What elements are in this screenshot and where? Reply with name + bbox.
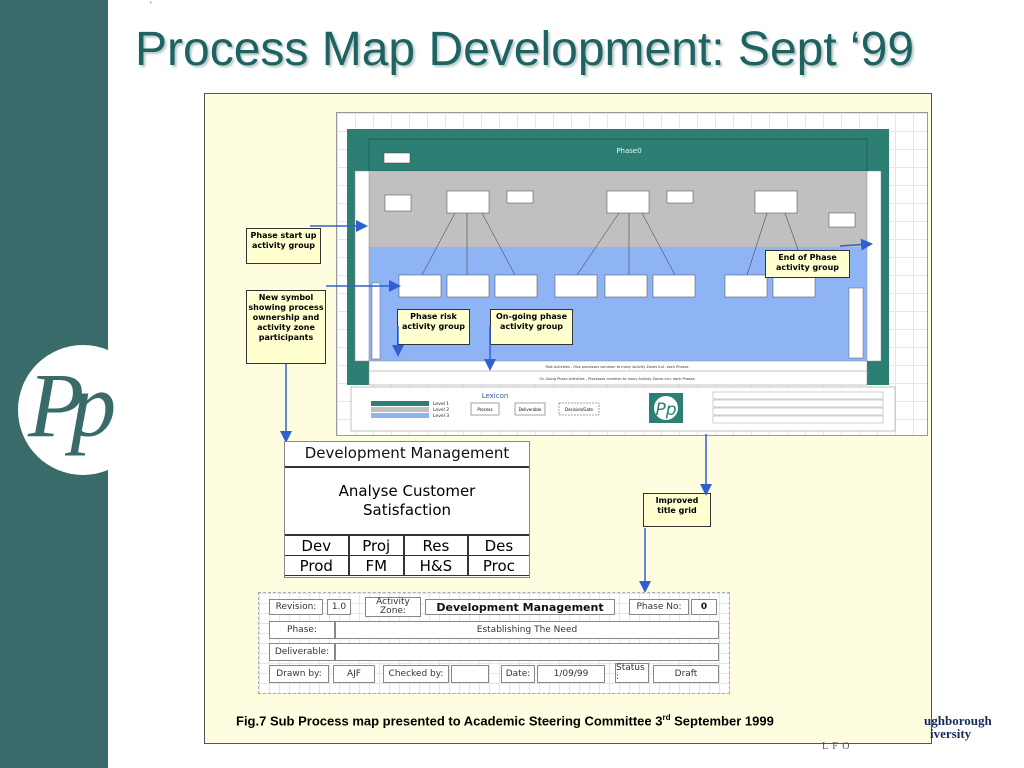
enlarged-activity-symbol: Development Management Analyse Customer … — [284, 441, 530, 578]
bottom-activity-rows — [368, 360, 868, 386]
participant-cell: Des — [467, 536, 529, 556]
left-ownership-column — [354, 170, 370, 362]
participant-cell: H&S — [403, 555, 469, 576]
lexicon-label: Lexicon — [482, 392, 509, 400]
university-crest-text: L F O — [822, 741, 851, 752]
deliverable-label: Deliverable: — [269, 643, 335, 661]
level-2-label: Level 2 — [433, 407, 449, 413]
pp-logo-circle — [18, 345, 148, 475]
drawn-by-value: AJF — [333, 665, 375, 683]
lexicon-process: Process — [477, 407, 492, 412]
activity-zone-label: Activity Zone: — [365, 597, 421, 617]
caption-text: Fig.7 Sub Process map presented to Acade… — [236, 713, 663, 729]
date-value: 1/09/99 — [537, 665, 605, 683]
phase-no-value: 0 — [691, 599, 717, 615]
status-label: Status : — [615, 663, 649, 683]
phase-value: Establishing The Need — [335, 621, 719, 639]
participant-cell: Proj — [348, 536, 405, 556]
mini-pp-text: Pp — [655, 400, 676, 420]
upper-activity-boxes — [384, 190, 856, 228]
risk-row-label: Risk Activities - Risk processes common … — [546, 365, 689, 369]
ongoing-row-label: On-Going Phase Activities - Processes co… — [539, 377, 694, 381]
phase-header — [368, 138, 868, 172]
date-label: Date: — [501, 665, 535, 683]
activity-zone-value: Development Management — [425, 599, 615, 615]
zoom-zone: Development Management — [285, 442, 529, 468]
level-1-label: Level 1 — [433, 401, 449, 407]
zoom-activity: Analyse Customer Satisfaction — [285, 468, 529, 536]
participant-cell: Prod — [285, 555, 350, 576]
corner-mark: ' — [150, 0, 152, 10]
participant-cell: Dev — [285, 536, 350, 556]
participant-cell: Res — [403, 536, 469, 556]
level-3-label: Level 3 — [433, 413, 449, 419]
checked-by-label: Checked by: — [383, 665, 449, 683]
university-line-1: ughborough — [924, 713, 992, 728]
zoom-participants: Dev Proj Res Des Prod FM H&S Proc — [285, 536, 529, 576]
caption-superscript: rd — [662, 713, 671, 722]
level-2-swatch — [371, 407, 429, 412]
sidebar-band: Pp — [0, 0, 148, 768]
improved-title-callout: Improved title grid — [643, 493, 711, 527]
status-value: Draft — [653, 665, 719, 683]
checked-by-value — [451, 665, 489, 683]
new-symbol-callout: New symbol showing process ownership and… — [246, 290, 326, 364]
participant-cell: Proc — [467, 555, 529, 576]
slide-title: Process Map Development: Sept ‘99 — [135, 23, 915, 76]
ongoing-callout: On-going phase activity group — [490, 309, 573, 345]
revision-label: Revision: — [269, 599, 323, 615]
phase-label: Phase: — [269, 621, 335, 639]
lexicon-decision: Decision/Gate — [565, 407, 593, 412]
caption-date: September 1999 — [670, 713, 774, 729]
phase-start-callout: Phase start up activity group — [246, 228, 321, 264]
revision-value: 1.0 — [327, 599, 351, 615]
drawn-by-label: Drawn by: — [269, 665, 329, 683]
participant-cell: FM — [348, 555, 405, 576]
figure-caption: Fig.7 Sub Process map presented to Acade… — [236, 713, 774, 728]
right-end-column — [866, 170, 882, 362]
process-map-sheet: Phase0 Risk Activities - Risk processes … — [336, 112, 928, 436]
lower-activity-boxes — [398, 274, 816, 298]
university-line-2: iversity — [930, 726, 972, 741]
phase-start-node — [383, 152, 411, 164]
level-3-swatch — [371, 413, 429, 418]
improved-title-grid: Revision: 1.0 Activity Zone: Development… — [258, 592, 730, 694]
phase-no-label: Phase No: — [629, 599, 689, 615]
level-1-swatch — [371, 401, 429, 406]
pp-logo: Pp — [28, 354, 116, 456]
deliverable-value — [335, 643, 719, 661]
mini-title-grid — [712, 391, 884, 424]
phase-label: Phase0 — [616, 147, 641, 155]
end-phase-callout: End of Phase activity group — [765, 250, 850, 278]
connector-lines — [421, 212, 808, 276]
lexicon-deliverable: Deliverable — [519, 407, 542, 412]
phase-risk-callout: Phase risk activity group — [397, 309, 470, 345]
